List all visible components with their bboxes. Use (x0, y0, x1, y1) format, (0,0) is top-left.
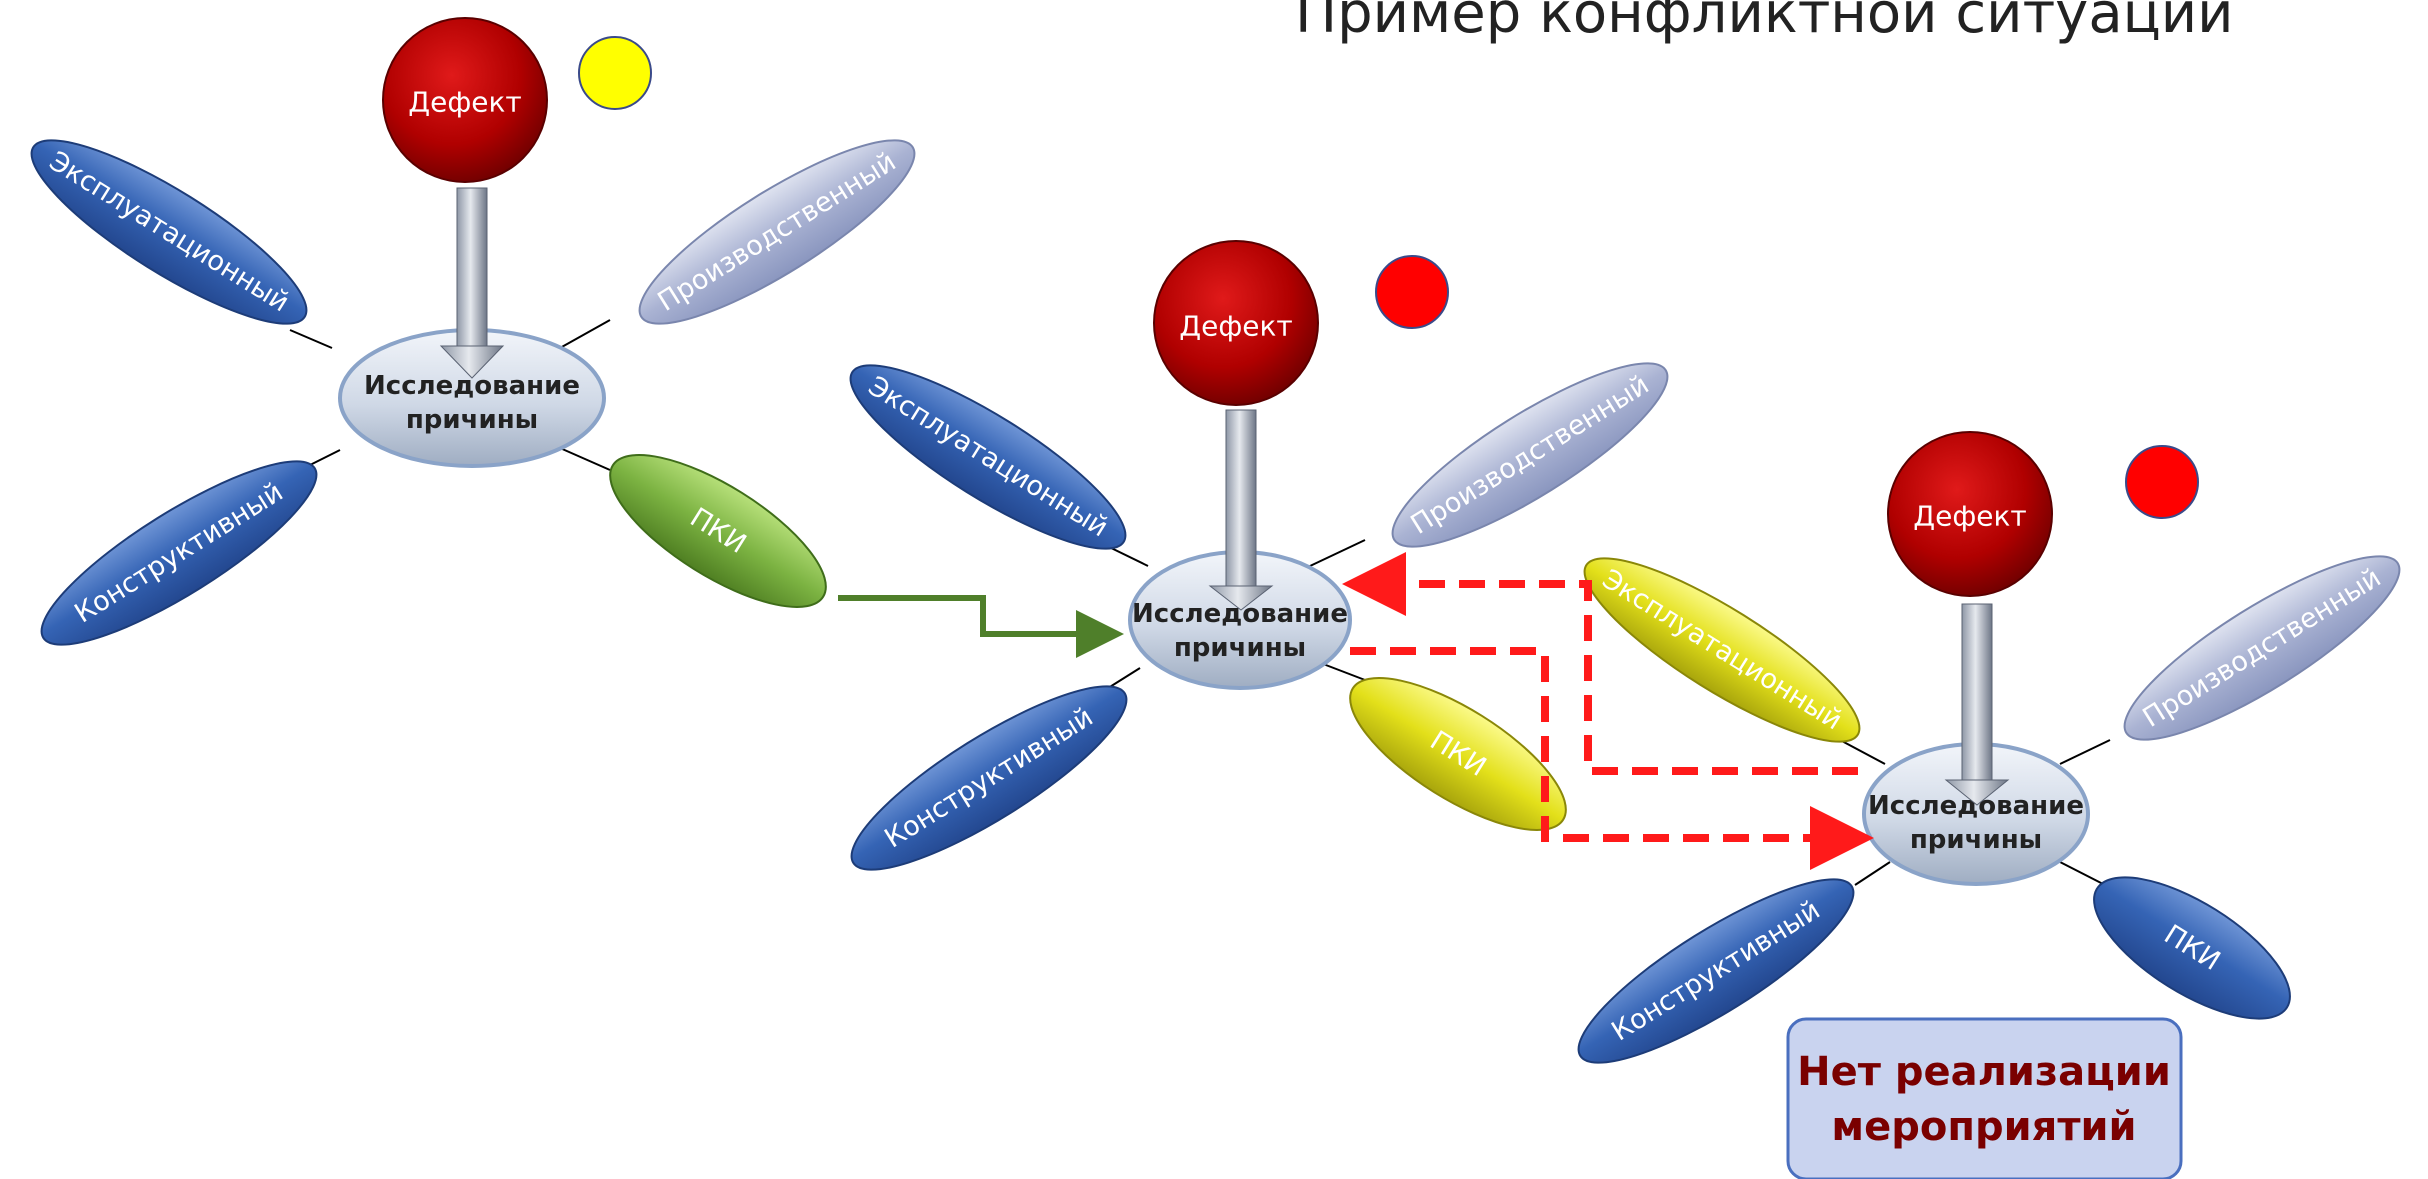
petal-design: Конструктивный (850, 685, 1128, 871)
petal-design-label: Конструктивный (879, 702, 1098, 855)
svg-text:причины: причины (406, 405, 538, 435)
cause-investigation-node: Исследование причины (1862, 742, 2090, 886)
petal-design-label: Конструктивный (69, 477, 288, 630)
down-arrow-icon (1208, 409, 1274, 611)
svg-text:Дефект: Дефект (408, 86, 522, 119)
petal-operational: Эксплуатационный (849, 364, 1127, 550)
petal-pki: ПКИ (609, 454, 827, 608)
svg-text:Дефект: Дефект (1179, 310, 1293, 343)
status-indicator-red (2125, 445, 2199, 519)
svg-text:мероприятий: мероприятий (1831, 1104, 2136, 1150)
petal-operational-label: Эксплуатационный (863, 371, 1114, 544)
cluster-1: Эксплуатационный Производственный Констр… (30, 17, 916, 646)
petal-production-label: Производственный (1406, 369, 1655, 541)
down-arrow-icon (1944, 603, 2010, 806)
petal-production: Производственный (638, 139, 916, 325)
svg-text:причины: причины (1910, 825, 2042, 855)
no-measures-note: Нет реализации мероприятий (1786, 1017, 2183, 1179)
page-title: Пример конфликтной ситуации (1295, 0, 2234, 46)
defect-node: Дефект (1887, 431, 2053, 597)
defect-node: Дефект (382, 17, 548, 183)
petal-production: Производственный (2123, 555, 2401, 741)
red-dashed-arrow-return (1342, 552, 1858, 775)
red-dashed-arrow-forward (1350, 647, 1874, 870)
svg-text:причины: причины (1174, 633, 1306, 663)
down-arrow-icon (439, 187, 505, 379)
svg-text:Нет реализации: Нет реализации (1797, 1049, 2171, 1095)
svg-text:Дефект: Дефект (1913, 500, 2027, 533)
petal-design: Конструктивный (40, 460, 318, 646)
petal-pki: ПКИ (2093, 876, 2291, 1020)
green-transfer-arrow (838, 595, 1124, 658)
defect-node: Дефект (1153, 240, 1319, 406)
petal-production-label: Производственный (653, 146, 902, 318)
petal-operational: Эксплуатационный (1583, 557, 1861, 743)
petal-production-label: Производственный (2138, 562, 2387, 734)
cluster-2: Эксплуатационный Производственный Констр… (849, 240, 1669, 871)
petal-pki: ПКИ (1349, 677, 1567, 831)
status-indicator-red (1375, 255, 1449, 329)
petal-production: Производственный (1391, 362, 1669, 548)
petal-operational: Эксплуатационный (30, 139, 308, 325)
cluster-3: Эксплуатационный Производственный Констр… (1577, 431, 2401, 1064)
petal-operational-label: Эксплуатационный (1597, 564, 1848, 737)
status-indicator-yellow (578, 36, 652, 110)
petal-operational-label: Эксплуатационный (44, 146, 295, 319)
